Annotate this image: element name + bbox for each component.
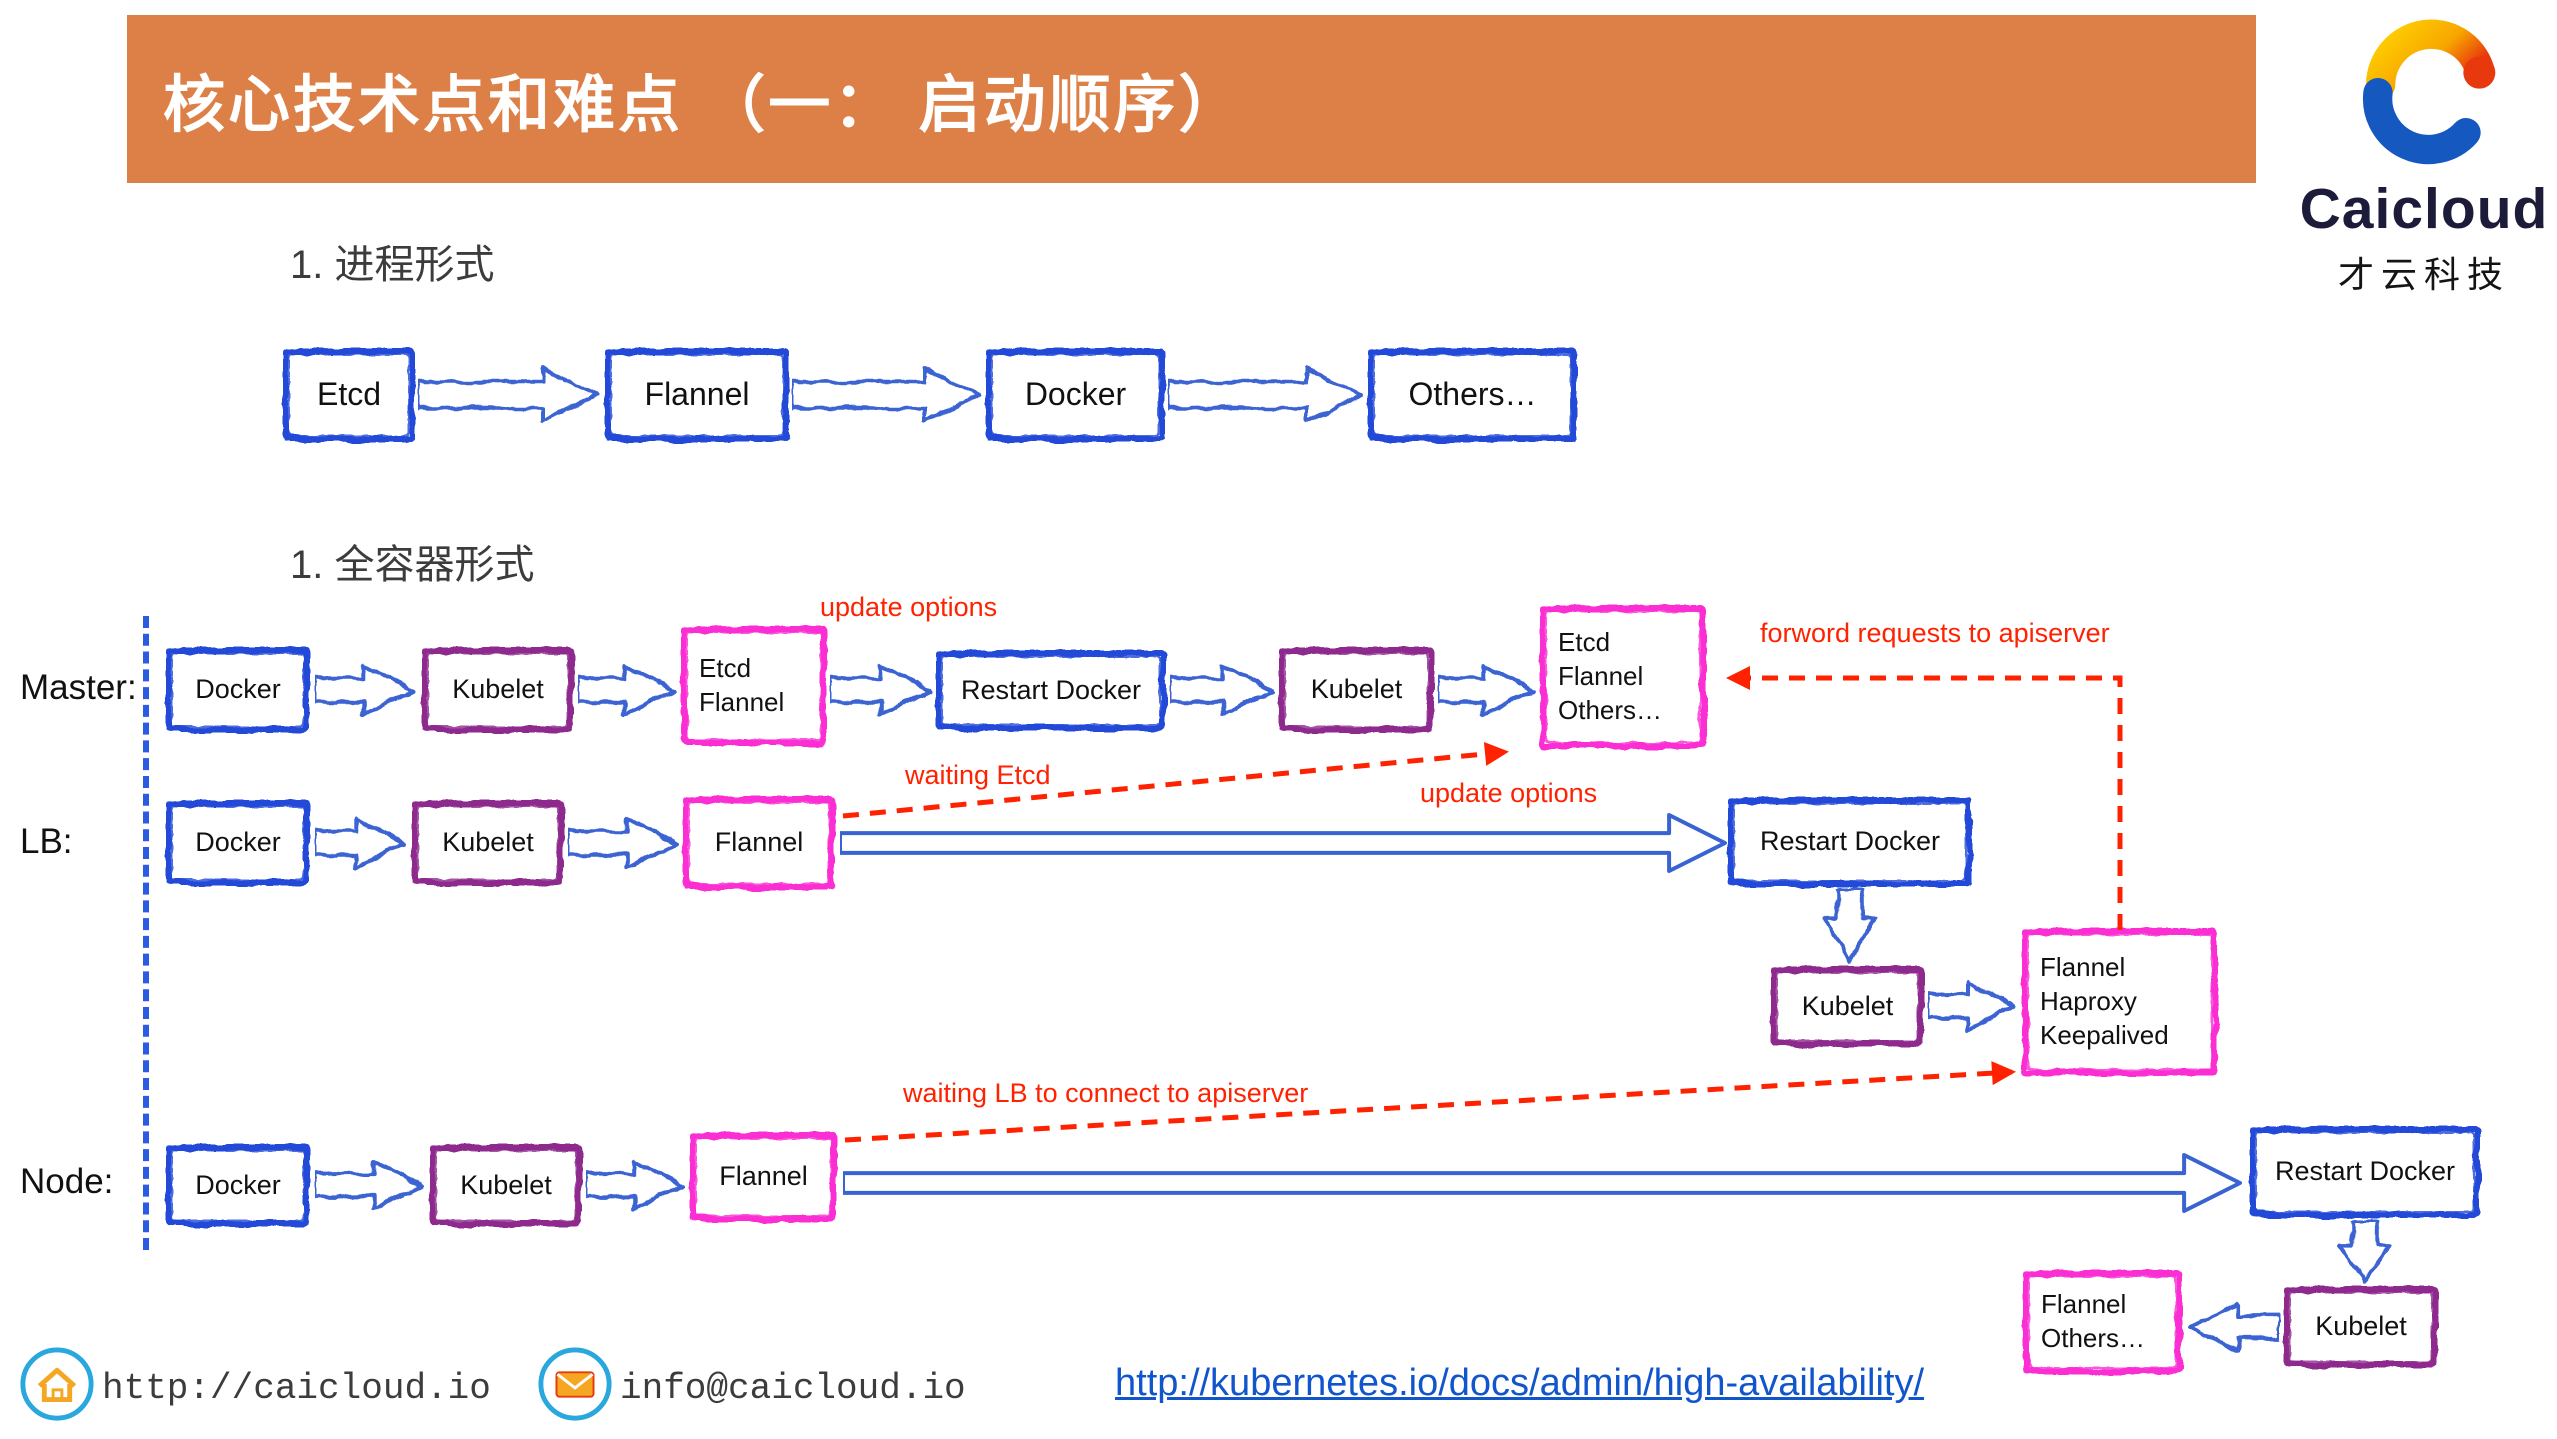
- flow-arrow-right-icon: [828, 662, 934, 718]
- flow-arrow-down-icon: [2337, 1218, 2393, 1284]
- master-box-docker: Docker: [168, 649, 308, 731]
- node-box-flannel-others-label: Flannel Others…: [2041, 1289, 2146, 1353]
- flow-arrow-right-icon: [1436, 662, 1537, 718]
- slide-title: 核心技术点和难点 （一： 启动顺序）: [163, 71, 1244, 140]
- master-box-etcd-flannel-label: Etcd Flannel: [699, 653, 785, 717]
- flow-arrow-right-icon: [313, 662, 417, 718]
- process-box-flannel-label: Flannel: [644, 376, 750, 413]
- flow-arrow-long-icon: [838, 812, 1728, 874]
- flow-arrow-down-icon: [1822, 886, 1878, 964]
- flow-arrow-right-icon: [313, 815, 408, 871]
- node-box-kubelet-1: Kubelet: [432, 1146, 580, 1225]
- process-box-etcd: Etcd: [285, 350, 413, 440]
- row-label-lb: LB:: [20, 822, 73, 861]
- flow-arrow-right-icon: [790, 365, 982, 425]
- brand-name: Caicloud: [2299, 177, 2549, 241]
- master-box-kubelet-1-label: Kubelet: [452, 674, 544, 705]
- node-box-docker-label: Docker: [195, 1169, 281, 1200]
- lb-box-kubelet-2: Kubelet: [1773, 968, 1922, 1045]
- process-box-docker-label: Docker: [1024, 376, 1127, 413]
- row-label-node: Node:: [20, 1162, 114, 1201]
- node-box-restart-docker-label: Restart Docker: [2274, 1156, 2456, 1187]
- annotation-forward-requests: forword requests to apiserver: [1760, 618, 2110, 648]
- flow-arrow-right-icon: [566, 815, 680, 871]
- node-box-docker: Docker: [168, 1146, 308, 1225]
- flow-arrow-right-icon: [584, 1158, 686, 1212]
- lb-box-kubelet-1-label: Kubelet: [442, 827, 534, 858]
- process-box-others-label: Others…: [1408, 376, 1537, 413]
- flow-arrow-right-icon: [313, 1158, 425, 1212]
- master-box-etcd-flannel-others: Etcd Flannel Others…: [1542, 607, 1704, 747]
- master-box-restart-docker: Restart Docker: [938, 652, 1164, 729]
- annotation-waiting-lb: waiting LB to connect to apiserver: [903, 1078, 1309, 1108]
- node-box-kubelet-2-label: Kubelet: [2315, 1311, 2407, 1342]
- master-box-docker-label: Docker: [195, 674, 281, 705]
- master-box-kubelet-1: Kubelet: [424, 649, 572, 731]
- annotation-waiting-etcd: waiting Etcd: [905, 760, 1051, 790]
- annotation-update-options-master: update options: [820, 592, 998, 622]
- lb-box-restart-docker: Restart Docker: [1730, 799, 1970, 885]
- lb-box-docker-label: Docker: [195, 827, 281, 858]
- kubernetes-link[interactable]: http://kubernetes.io/docs/admin/high-ava…: [1115, 1362, 1925, 1404]
- master-box-etcd-flannel: Etcd Flannel: [683, 628, 825, 744]
- annotation-update-options-lb: update options: [1420, 778, 1598, 808]
- node-box-flannel: Flannel: [692, 1134, 835, 1220]
- master-box-kubelet-2: Kubelet: [1281, 649, 1432, 731]
- flow-arrow-right-icon: [1166, 365, 1364, 425]
- caicloud-logo-icon: [2362, 19, 2496, 165]
- flow-arrow-left-icon: [2188, 1300, 2282, 1354]
- flow-arrow-right-icon: [1168, 662, 1276, 718]
- lb-box-flannel-haproxy-keepalived: Flannel Haproxy Keepalived: [2024, 930, 2216, 1074]
- section-heading-process: 1. 进程形式: [290, 243, 495, 287]
- website-text: http://caicloud.io: [102, 1368, 491, 1409]
- lb-box-flannel-label: Flannel: [714, 827, 804, 858]
- lb-box-kubelet-2-label: Kubelet: [1801, 990, 1894, 1021]
- flow-arrow-right-icon: [416, 365, 600, 425]
- process-box-others: Others…: [1370, 350, 1575, 440]
- brand-subtitle: 才云科技: [2337, 254, 2510, 295]
- lb-box-restart-docker-label: Restart Docker: [1759, 826, 1941, 857]
- process-box-flannel: Flannel: [607, 350, 787, 440]
- node-box-flannel-others: Flannel Others…: [2025, 1272, 2180, 1372]
- master-box-restart-docker-label: Restart Docker: [960, 674, 1142, 705]
- flow-arrow-long-icon: [841, 1152, 2243, 1214]
- flow-arrow-right-icon: [576, 662, 678, 718]
- lb-box-docker: Docker: [168, 802, 308, 884]
- master-box-kubelet-2-label: Kubelet: [1310, 674, 1403, 705]
- row-label-master: Master:: [20, 668, 137, 707]
- process-box-docker: Docker: [988, 350, 1163, 440]
- email-text: info@caicloud.io: [620, 1368, 966, 1409]
- dotted-divider: [143, 616, 149, 1250]
- node-box-kubelet-2: Kubelet: [2286, 1288, 2436, 1366]
- lb-box-flannel: Flannel: [685, 798, 833, 888]
- lb-box-kubelet-1: Kubelet: [414, 802, 562, 884]
- home-icon: [20, 1347, 94, 1421]
- node-box-restart-docker: Restart Docker: [2252, 1128, 2478, 1216]
- slide-title-bar: 核心技术点和难点 （一： 启动顺序）: [127, 15, 2256, 183]
- process-box-etcd-label: Etcd: [316, 376, 382, 413]
- mail-icon: [538, 1347, 612, 1421]
- section-heading-container: 1. 全容器形式: [290, 543, 535, 587]
- flow-arrow-right-icon: [1926, 979, 2018, 1033]
- lb-box-flannel-haproxy-keepalived-label: Flannel Haproxy Keepalived: [2040, 952, 2169, 1050]
- master-box-etcd-flannel-others-label: Etcd Flannel Others…: [1558, 627, 1663, 725]
- node-box-kubelet-1-label: Kubelet: [460, 1169, 552, 1200]
- node-box-flannel-label: Flannel: [719, 1161, 808, 1192]
